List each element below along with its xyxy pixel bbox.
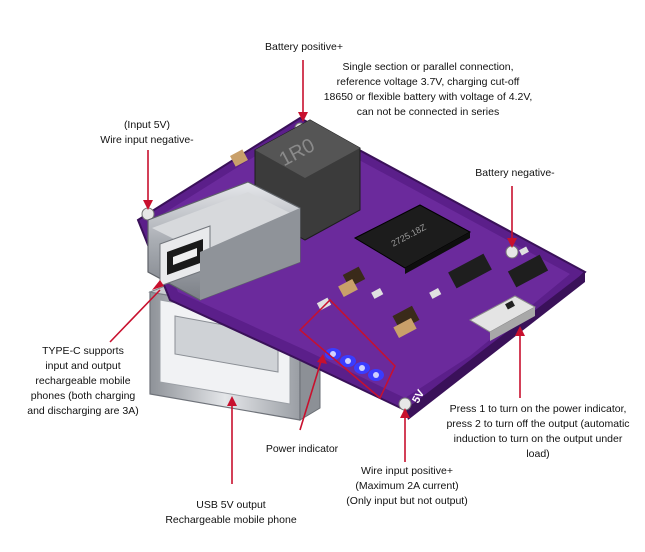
typec-line: phones (both charging [30,390,136,402]
ic-chip: 2725.18Z [353,204,472,274]
arrow-power-indicator [299,357,323,431]
note-line: 18650 or flexible battery with voltage o… [323,91,533,103]
wire-input-positive-line: Wire input positive+ [361,465,453,477]
led-indicators [325,348,384,381]
typec-line: rechargeable mobile [35,375,131,387]
push-button [468,295,537,341]
wire-input-positive-line: (Only input but not output) [346,495,468,507]
wire-input-negative-text: Wire input negative- [100,134,194,146]
arrow-heads [143,112,525,418]
type-c-port [147,181,301,301]
callout-arrows [109,60,521,484]
button-line: press 2 to turn off the output (automati… [446,418,630,430]
typec-line: input and output [45,360,121,372]
pin-marking-minus: B- [518,222,534,238]
battery-negative-label: Battery negative- [475,167,555,179]
battery-positive-label: Battery positive+ [265,41,343,53]
usb-output-line: USB 5V output [196,499,266,511]
input-5v-text: (Input 5V) [123,119,171,131]
button-line: Press 1 to turn on the power indicator, [449,403,627,415]
typec-line: and discharging are 3A) [27,405,139,417]
usb-output-line: Rechargeable mobile phone [165,514,297,526]
wire-input-positive-label: Wire input positive+ (Maximum 2A current… [332,464,482,509]
typec-line: TYPE-C supports [42,345,124,357]
smd-components [230,149,549,338]
button-label: Press 1 to turn on the power indicator, … [438,402,638,462]
power-indicator-label: Power indicator [265,443,339,455]
note-line: reference voltage 3.7V, charging cut-off [336,76,520,88]
power-indicator-highlight [298,298,396,400]
usb-output-label: USB 5V output Rechargeable mobile phone [158,498,304,528]
wire-input-positive-line: (Maximum 2A current) [355,480,459,492]
button-line: load) [526,448,550,460]
button-line: induction to turn on the output under [453,433,623,445]
battery-positive-note: Single section or parallel connection, r… [318,60,538,120]
wire-input-negative-label: (Input 5V) Wire input negative- [92,118,202,148]
typec-label: TYPE-C supports input and output recharg… [18,344,148,419]
note-line: Single section or parallel connection, [342,61,514,73]
note-line: can not be connected in series [356,106,500,118]
arrow-typec [109,289,161,343]
